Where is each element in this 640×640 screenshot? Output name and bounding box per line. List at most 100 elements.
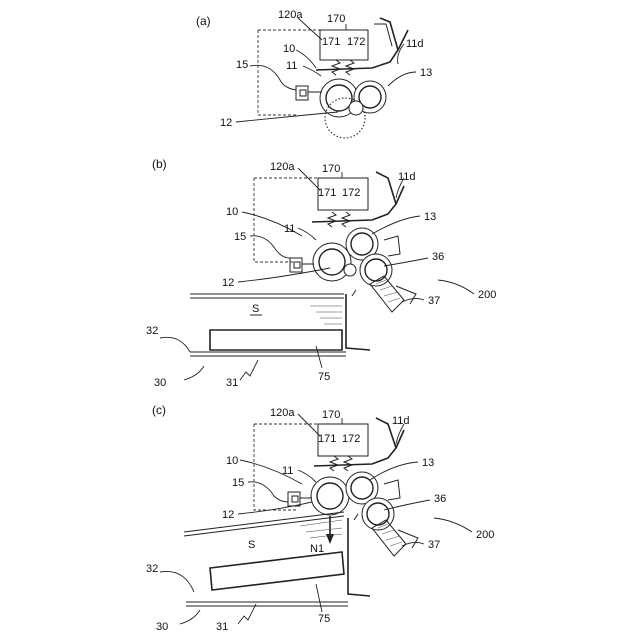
label-11d-c: 11d bbox=[392, 415, 410, 427]
leader-75-c bbox=[316, 584, 322, 612]
label-75-c: 75 bbox=[318, 613, 330, 625]
spring-171-a bbox=[332, 60, 340, 75]
leader-36-b bbox=[384, 258, 428, 266]
panel-b: (b) bbox=[146, 157, 496, 389]
spring-172-c bbox=[344, 456, 352, 471]
holder-15-b bbox=[290, 258, 302, 272]
leader-11-b bbox=[298, 228, 316, 240]
spring-171-b bbox=[328, 212, 336, 227]
label-120a-c: 120a bbox=[270, 407, 295, 419]
leader-32-b bbox=[160, 337, 190, 352]
leader-13-c bbox=[370, 462, 418, 480]
leader-37-b bbox=[402, 298, 424, 302]
label-10-a: 10 bbox=[283, 43, 295, 55]
label-172-a: 172 bbox=[347, 36, 365, 48]
label-12-c: 12 bbox=[222, 509, 234, 521]
leader-11-c bbox=[298, 470, 316, 482]
leader-11-a bbox=[303, 66, 321, 76]
label-37-b: 37 bbox=[428, 295, 440, 307]
label-12-b: 12 bbox=[222, 277, 234, 289]
label-S-b: S bbox=[252, 303, 259, 315]
label-30-c: 30 bbox=[156, 621, 168, 633]
label-200-b: 200 bbox=[478, 289, 496, 301]
roller-11-b bbox=[319, 249, 345, 275]
leader-12-c bbox=[238, 502, 312, 514]
panel-b-title: (b) bbox=[152, 157, 167, 171]
label-11-c: 11 bbox=[282, 465, 293, 477]
label-170-c: 170 bbox=[322, 409, 340, 421]
spring-172-a bbox=[346, 60, 354, 75]
panel-a-title: (a) bbox=[196, 14, 211, 28]
label-31-c: 31 bbox=[216, 621, 228, 633]
label-36-c: 36 bbox=[434, 493, 446, 505]
leader-10-a bbox=[296, 50, 316, 68]
label-171-c: 171 bbox=[318, 433, 336, 445]
panel-c: (c) bbox=[146, 403, 494, 633]
label-10-b: 10 bbox=[226, 206, 238, 218]
label-11d-a: 11d bbox=[406, 38, 424, 50]
label-37-c: 37 bbox=[428, 539, 440, 551]
leader-30-c bbox=[180, 610, 200, 624]
guide-upper-b bbox=[384, 236, 400, 256]
tray-guide-tip-c bbox=[354, 514, 358, 520]
leader-120a-a bbox=[298, 18, 322, 40]
leader-13-a bbox=[388, 72, 416, 86]
leader-32-c bbox=[160, 571, 194, 592]
leader-200-c bbox=[434, 518, 472, 532]
guide-upper-c bbox=[384, 480, 400, 500]
label-N1-c: N1 bbox=[310, 543, 324, 555]
roller-11-c bbox=[317, 483, 343, 509]
tray-75-c bbox=[210, 552, 344, 590]
panel-c-title: (c) bbox=[152, 403, 166, 417]
roller-36-b bbox=[365, 259, 387, 281]
leader-13-b bbox=[372, 216, 420, 234]
label-31-b: 31 bbox=[226, 377, 238, 389]
label-11-a: 11 bbox=[286, 60, 297, 72]
tray-base-b bbox=[190, 352, 346, 356]
tray-guide-tip-b bbox=[352, 290, 356, 296]
leader-30-b bbox=[184, 366, 204, 380]
tray-75-b bbox=[210, 330, 342, 350]
sheet-top-b bbox=[190, 294, 344, 298]
label-13-b: 13 bbox=[424, 211, 436, 223]
roller-36-c bbox=[367, 503, 389, 525]
label-75-b: 75 bbox=[318, 371, 330, 383]
spring-171-c bbox=[330, 456, 338, 471]
sheet-stack-lines-c bbox=[300, 520, 342, 538]
label-171-b: 171 bbox=[318, 187, 336, 199]
label-170-b: 170 bbox=[322, 163, 340, 175]
label-171-a: 171 bbox=[322, 36, 340, 48]
label-200-c: 200 bbox=[476, 529, 494, 541]
block-37-tab-b bbox=[396, 286, 416, 304]
label-172-b: 172 bbox=[342, 187, 360, 199]
sheet-stack-lines-b bbox=[310, 306, 342, 324]
holder-15-a bbox=[296, 86, 308, 100]
sheet-top-c bbox=[184, 512, 344, 536]
label-120a-b: 120a bbox=[270, 161, 295, 173]
label-10-c: 10 bbox=[226, 455, 238, 467]
roller-13-c bbox=[351, 477, 373, 499]
block-37-tab-c bbox=[398, 530, 418, 548]
label-170-a: 170 bbox=[327, 13, 345, 25]
label-11-b: 11 bbox=[284, 223, 295, 235]
leader-11d-a bbox=[398, 44, 404, 64]
leader-120a-b bbox=[298, 168, 320, 190]
roller-11-a bbox=[326, 85, 352, 111]
label-15-b: 15 bbox=[234, 231, 246, 243]
leader-200-b bbox=[438, 280, 474, 294]
panel-a: (a) 120a 170 171 172 bbox=[196, 9, 432, 138]
small-gear-a bbox=[349, 101, 363, 115]
label-15-c: 15 bbox=[232, 477, 244, 489]
bracket-11d-b bbox=[396, 186, 404, 204]
label-36-b: 36 bbox=[432, 251, 444, 263]
small-gear-b bbox=[344, 264, 356, 276]
label-11d-b: 11d bbox=[398, 171, 416, 183]
tray-guide-b bbox=[346, 294, 370, 350]
leader-31-b bbox=[240, 360, 258, 380]
label-S-c: S bbox=[248, 539, 255, 551]
leader-31-c bbox=[238, 604, 256, 624]
tray-base-c bbox=[186, 602, 348, 606]
label-15-a: 15 bbox=[236, 59, 248, 71]
label-13-a: 13 bbox=[420, 67, 432, 79]
